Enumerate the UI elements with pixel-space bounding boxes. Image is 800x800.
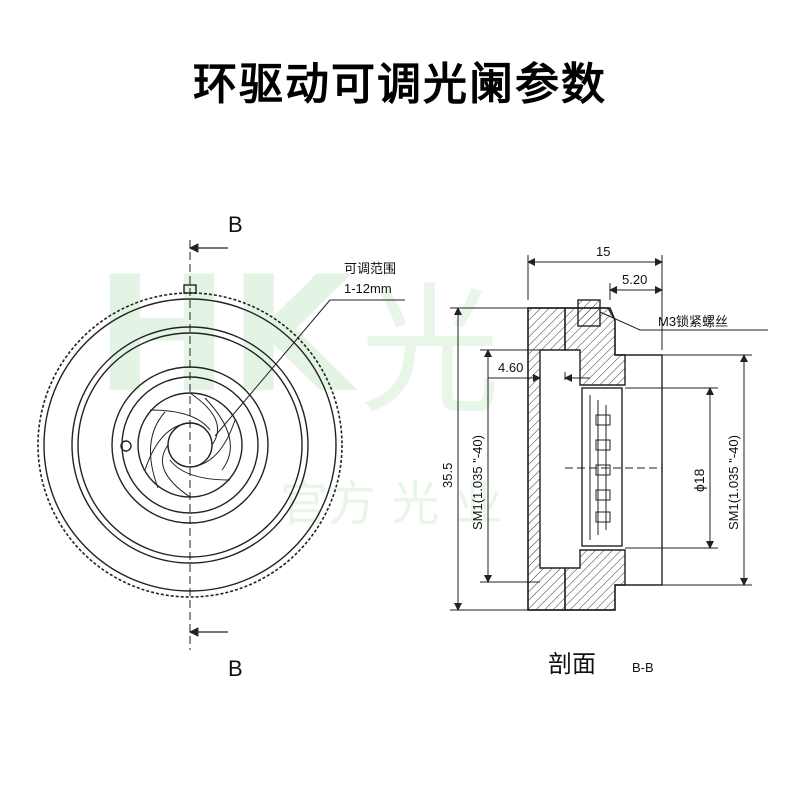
svg-text:光: 光 [360, 271, 500, 434]
dim-head: 5.20 [622, 272, 647, 287]
dim-right-thread: SM1(1.035 "-40) [726, 435, 741, 530]
dimension-lines [450, 255, 768, 611]
dim-outer-height: 35.5 [440, 463, 455, 488]
iris-assembly [581, 387, 623, 547]
section-caption-suffix: B-B [632, 660, 654, 675]
lock-screw [577, 299, 601, 327]
page-title: 环驱动可调光阑参数 [193, 59, 607, 110]
section-view [450, 255, 768, 611]
top-wall-hatch [564, 307, 626, 386]
left-wall-hatch [527, 307, 566, 611]
lever-pin [120, 440, 132, 452]
svg-text:官方 光 业: 官方 光 业 [280, 476, 503, 532]
section-label-top: B [228, 212, 243, 237]
section-caption: 剖面 [548, 651, 596, 678]
dim-aperture: ϕ18 [691, 468, 707, 492]
front-view [37, 240, 405, 650]
callout-label: 可调范围 [344, 261, 396, 276]
bottom-wall-hatch [564, 549, 626, 611]
dim-left-thread: SM1(1.035 "-40) [470, 435, 485, 530]
dim-recess: 4.60 [498, 360, 523, 375]
dim-width: 15 [596, 244, 610, 259]
iris-blades [144, 392, 236, 498]
svg-text:HK: HK [95, 241, 358, 428]
section-label-bottom: B [228, 656, 243, 681]
callout-range: 1-12mm [344, 281, 392, 296]
callout-leader [214, 299, 331, 437]
screw-label: M3锁紧螺丝 [658, 314, 728, 329]
watermark: HK 光 官方 光 业 [95, 241, 503, 532]
